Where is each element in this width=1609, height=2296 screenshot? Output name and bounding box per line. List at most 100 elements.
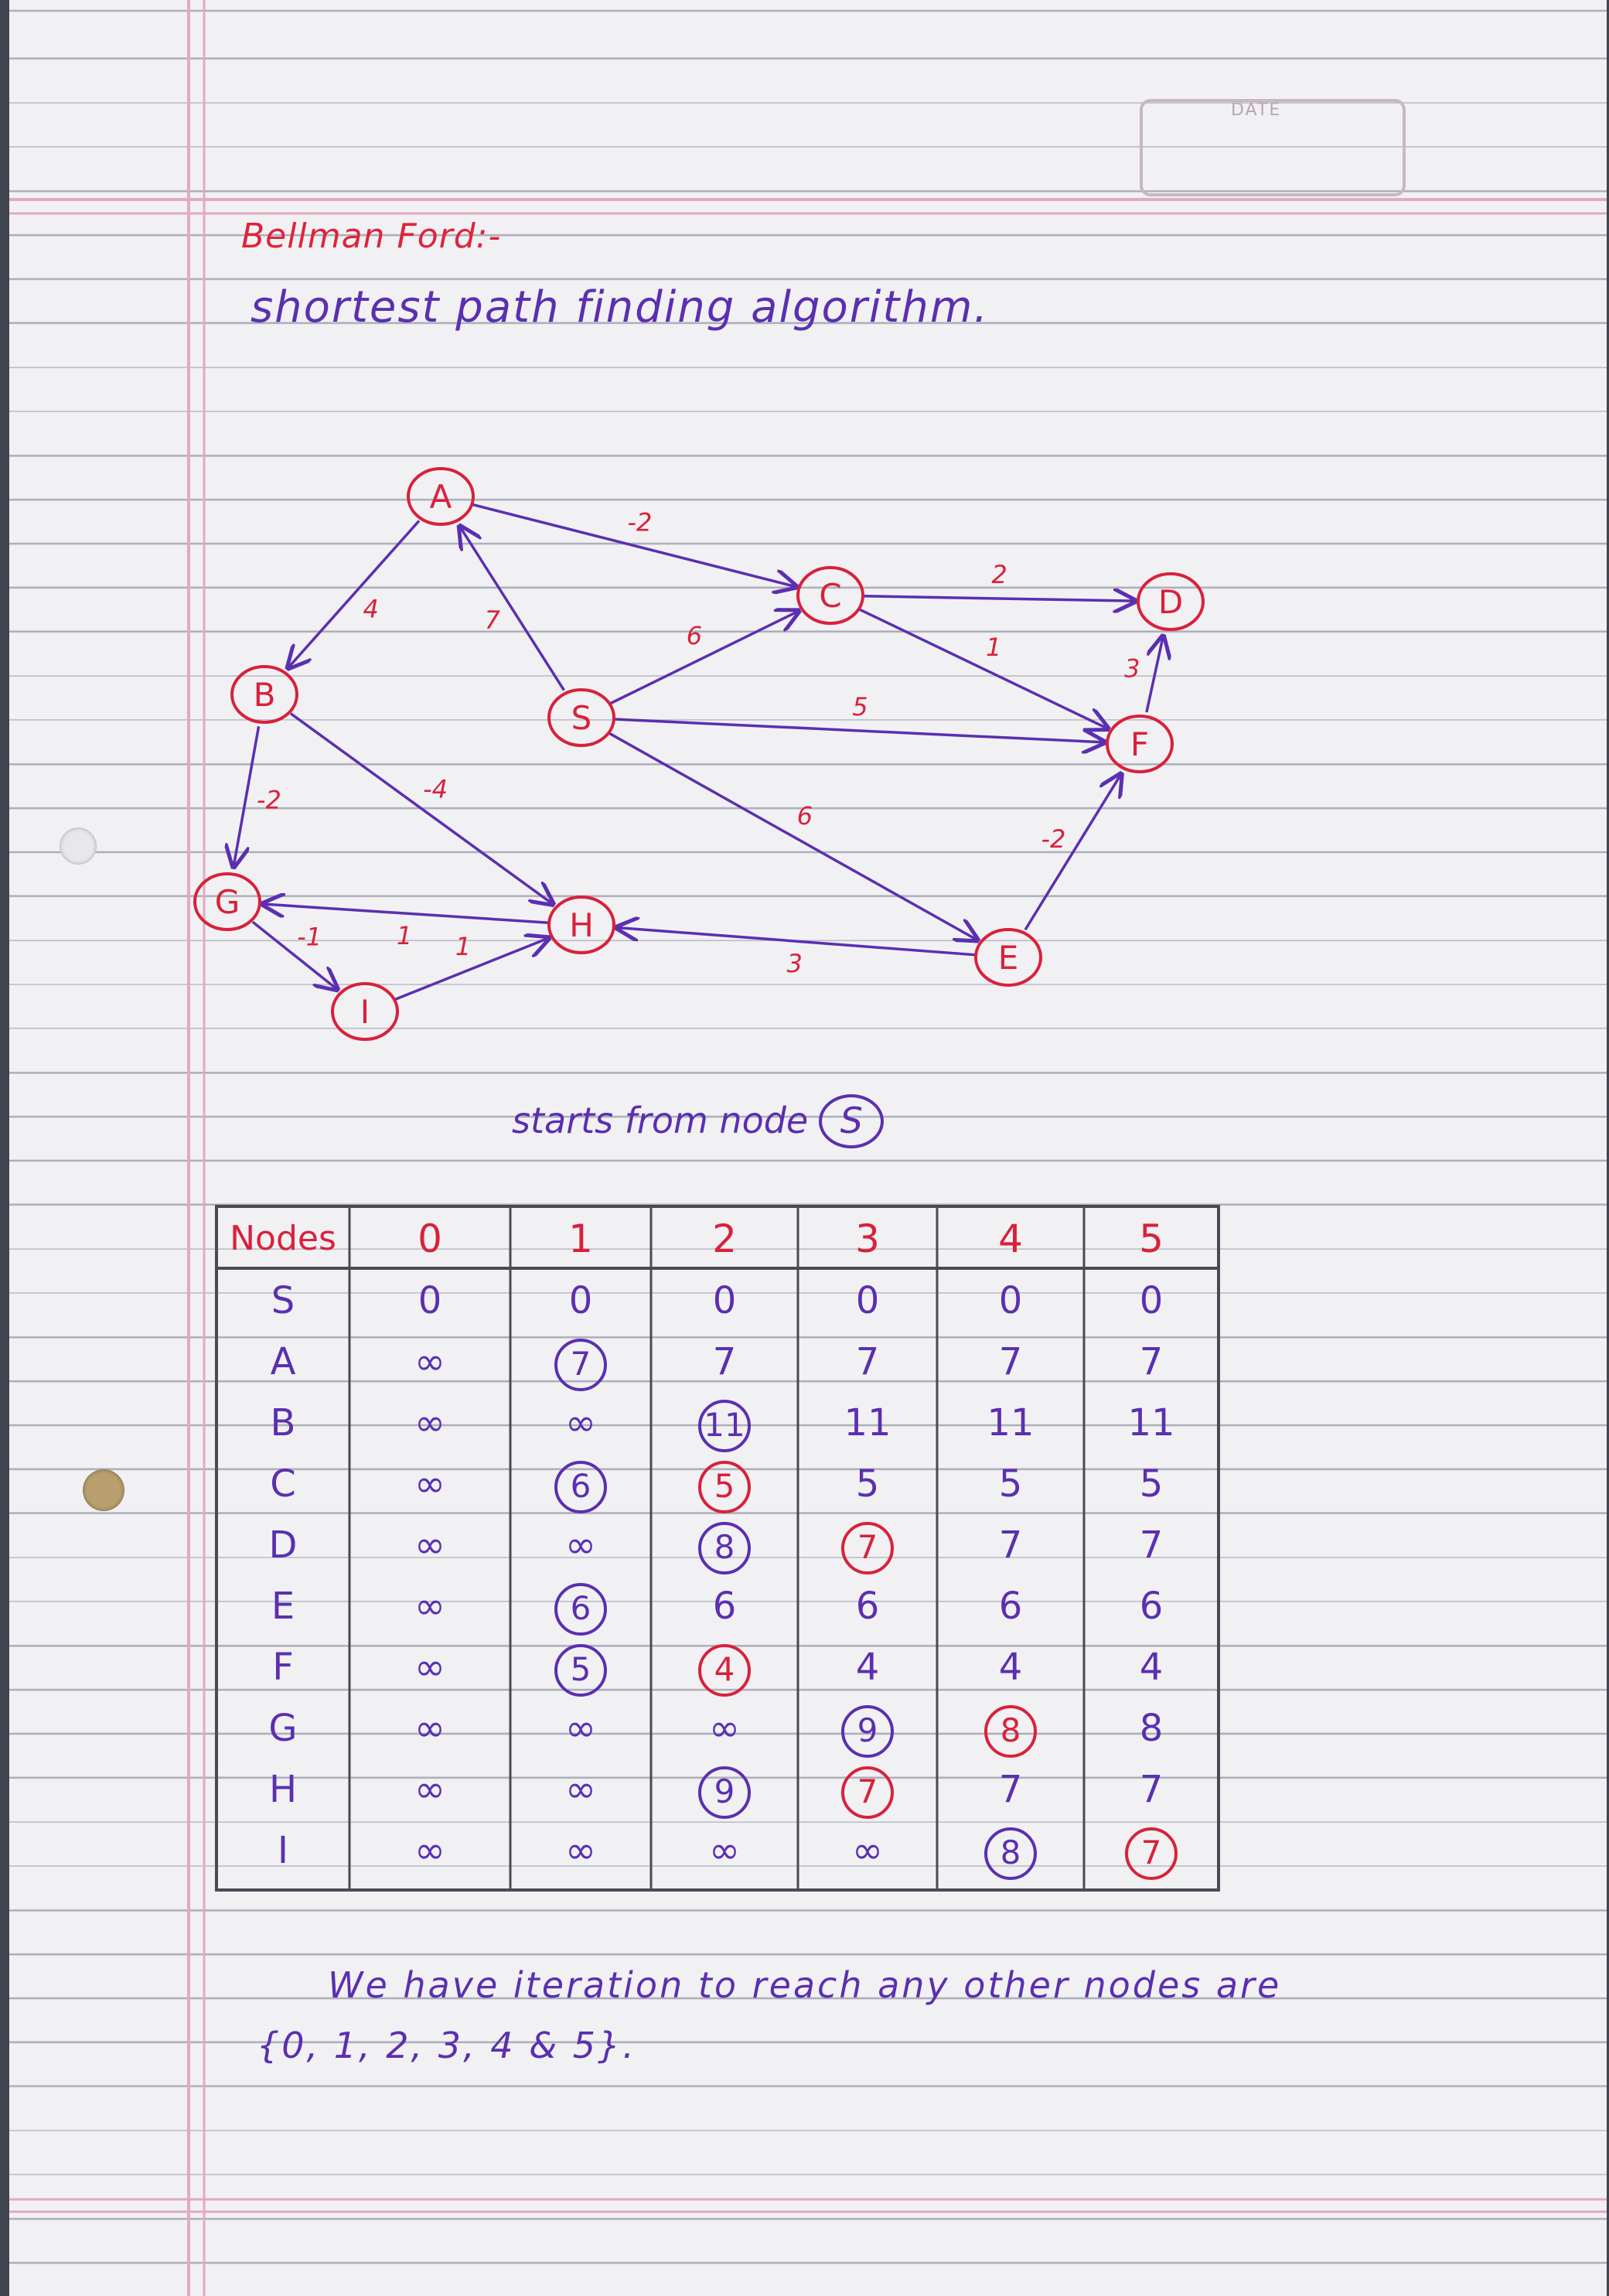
table-cell: 7 (810, 1522, 926, 1574)
edge-A-B (288, 520, 421, 667)
node-B: B (230, 665, 298, 724)
table-cell: 5 (998, 1462, 1023, 1506)
node-H: H (547, 896, 615, 954)
table-header-iteration: 1 (568, 1216, 593, 1261)
caption-text: starts from node (512, 1100, 809, 1141)
table-cell: 7 (998, 1768, 1023, 1811)
node-A: A (407, 467, 475, 526)
binder-hole-2 (83, 1469, 124, 1511)
node-G: G (193, 872, 261, 931)
date-label: DATE (1231, 101, 1282, 120)
edge-weight-C-D: 2 (991, 560, 1007, 589)
table-cell: 6 (998, 1585, 1023, 1628)
edge-weight-H-G: 1 (397, 921, 412, 950)
table-cell: 8 (953, 1827, 1069, 1880)
table-row-label: E (271, 1585, 295, 1628)
table-header-iteration: 3 (855, 1216, 880, 1261)
table-cell: ∞ (565, 1523, 596, 1567)
notebook-page: DATE Bellman Ford:- shortest path findin… (9, 0, 1607, 2296)
table-row-label: F (272, 1646, 294, 1689)
note-line-1: We have iteration to reach any other nod… (328, 1964, 1282, 2006)
table-header-iteration: 4 (998, 1216, 1023, 1261)
table-cell: ∞ (709, 1829, 740, 1872)
page-rules (9, 0, 1607, 2296)
edge-B-G (234, 726, 261, 866)
edge-weight-E-F: -2 (1041, 824, 1065, 854)
table-cell: ∞ (414, 1462, 445, 1506)
table-cell: ∞ (414, 1646, 445, 1689)
edge-S-C (609, 611, 799, 705)
table-cell: 0 (998, 1279, 1023, 1322)
node-label-G: G (215, 883, 240, 921)
edge-B-H (289, 712, 553, 904)
node-S: S (547, 688, 615, 747)
edge-S-E (608, 732, 977, 940)
table-cell: 0 (1139, 1279, 1164, 1322)
table-cell: 7 (1139, 1768, 1164, 1811)
table-cell: 4 (998, 1646, 1023, 1689)
table-cell: 6 (1139, 1585, 1164, 1628)
table-cell: ∞ (565, 1401, 596, 1445)
edge-S-A (460, 527, 565, 691)
edge-weight-B-H: -4 (423, 775, 448, 804)
table-cell: 9 (810, 1705, 926, 1758)
table-row-label: I (277, 1829, 289, 1872)
edge-weight-S-F: 5 (852, 692, 868, 722)
edge-weight-A-B: 4 (363, 594, 379, 623)
table-cell: 7 (855, 1340, 880, 1383)
node-F: F (1106, 715, 1174, 773)
node-label-E: E (998, 939, 1019, 977)
table-cell: 11 (1127, 1401, 1175, 1445)
table-header-iteration: 5 (1139, 1216, 1164, 1261)
edge-weight-E-H: 3 (787, 949, 803, 978)
table-cell: 0 (568, 1279, 593, 1322)
table-cell: 8 (1139, 1707, 1164, 1750)
table-cell: ∞ (565, 1829, 596, 1872)
edge-E-H (617, 927, 977, 957)
table-cell: 7 (1093, 1827, 1209, 1880)
edge-weight-S-A: 7 (485, 606, 501, 635)
node-D: D (1137, 572, 1205, 631)
table-row-label: G (268, 1707, 298, 1750)
node-label-F: F (1130, 725, 1149, 763)
table-row-label: C (270, 1462, 296, 1506)
node-label-I: I (360, 993, 370, 1031)
edge-S-F (613, 718, 1104, 742)
node-label-D: D (1158, 583, 1183, 621)
table-cell: ∞ (414, 1768, 445, 1811)
edge-I-H (394, 938, 548, 1001)
table-cell: 7 (998, 1340, 1023, 1383)
table-cell: 5 (523, 1644, 639, 1697)
table-cell: 7 (1139, 1523, 1164, 1567)
table-cell: ∞ (414, 1401, 445, 1445)
table-row-label: H (268, 1768, 298, 1811)
table-cell: 11 (987, 1401, 1035, 1445)
edge-F-D (1145, 636, 1163, 713)
table-row-label: D (268, 1523, 298, 1567)
edge-H-G (263, 904, 550, 925)
edge-weight-B-G: -2 (257, 785, 281, 814)
edge-G-I (251, 920, 337, 989)
table-row-label: A (270, 1340, 296, 1383)
table-grid (215, 1205, 1220, 1892)
table-cell: 11 (666, 1400, 782, 1452)
table-row-label: B (270, 1401, 296, 1445)
heading: Bellman Ford:- (241, 217, 502, 256)
table-cell: 4 (1139, 1646, 1164, 1689)
edge-weight-G-I: -1 (297, 922, 322, 951)
table-header-nodes: Nodes (230, 1219, 336, 1258)
node-label-S: S (571, 699, 592, 737)
table-cell: 0 (418, 1279, 442, 1322)
table-cell: 7 (712, 1340, 737, 1383)
caption-node: S (819, 1094, 885, 1148)
table-cell: 4 (666, 1644, 782, 1697)
table-cell: 5 (1139, 1462, 1164, 1506)
table-cell: 7 (523, 1339, 639, 1391)
edge-weight-S-E: 6 (797, 801, 813, 831)
table-cell: 8 (953, 1705, 1069, 1758)
node-label-B: B (254, 676, 276, 714)
edge-weight-A-C: -2 (627, 507, 652, 537)
table-cell: ∞ (709, 1707, 740, 1750)
node-I: I (331, 982, 399, 1041)
